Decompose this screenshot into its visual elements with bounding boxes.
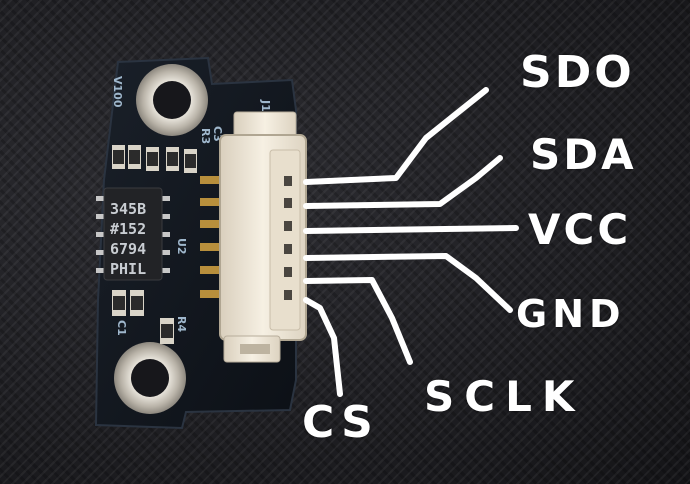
pin-label-cs: CS (302, 397, 379, 448)
pin-label-sdo: SDO (520, 47, 635, 98)
wire-sda (303, 155, 503, 209)
wire-gnd (303, 253, 513, 313)
chip-marking-line-3: 6794 (110, 240, 146, 258)
wire-sclk (303, 277, 413, 365)
chip-marking-line-1: 345B (110, 200, 146, 218)
wire-vcc (303, 225, 519, 234)
silk-c1: C1 (115, 320, 128, 336)
wire-sdo (303, 87, 489, 185)
silk-r4: R4 (175, 316, 188, 332)
silk-r3: R3 (199, 128, 212, 144)
annotation-lines (303, 87, 519, 397)
pin-label-gnd: GND (516, 292, 626, 336)
connector-pins (200, 176, 226, 298)
silk-v100: V100 (111, 76, 124, 108)
ic-chip: 345B #152 6794 PHIL (96, 187, 170, 281)
mounting-hole-top (136, 64, 208, 136)
silk-j1: J1 (259, 99, 272, 112)
jst-connector (219, 111, 307, 363)
mounting-hole-bottom (114, 342, 186, 414)
wire-cs (303, 297, 343, 397)
chip-marking-line-4: PHIL (110, 260, 146, 278)
silk-u2: U2 (175, 238, 188, 255)
pin-label-vcc: VCC (528, 205, 632, 254)
pin-label-sda: SDA (530, 130, 637, 179)
smd-components (112, 145, 197, 344)
pin-label-sclk: SCLK (424, 372, 585, 421)
chip-marking-line-2: #152 (110, 220, 146, 238)
